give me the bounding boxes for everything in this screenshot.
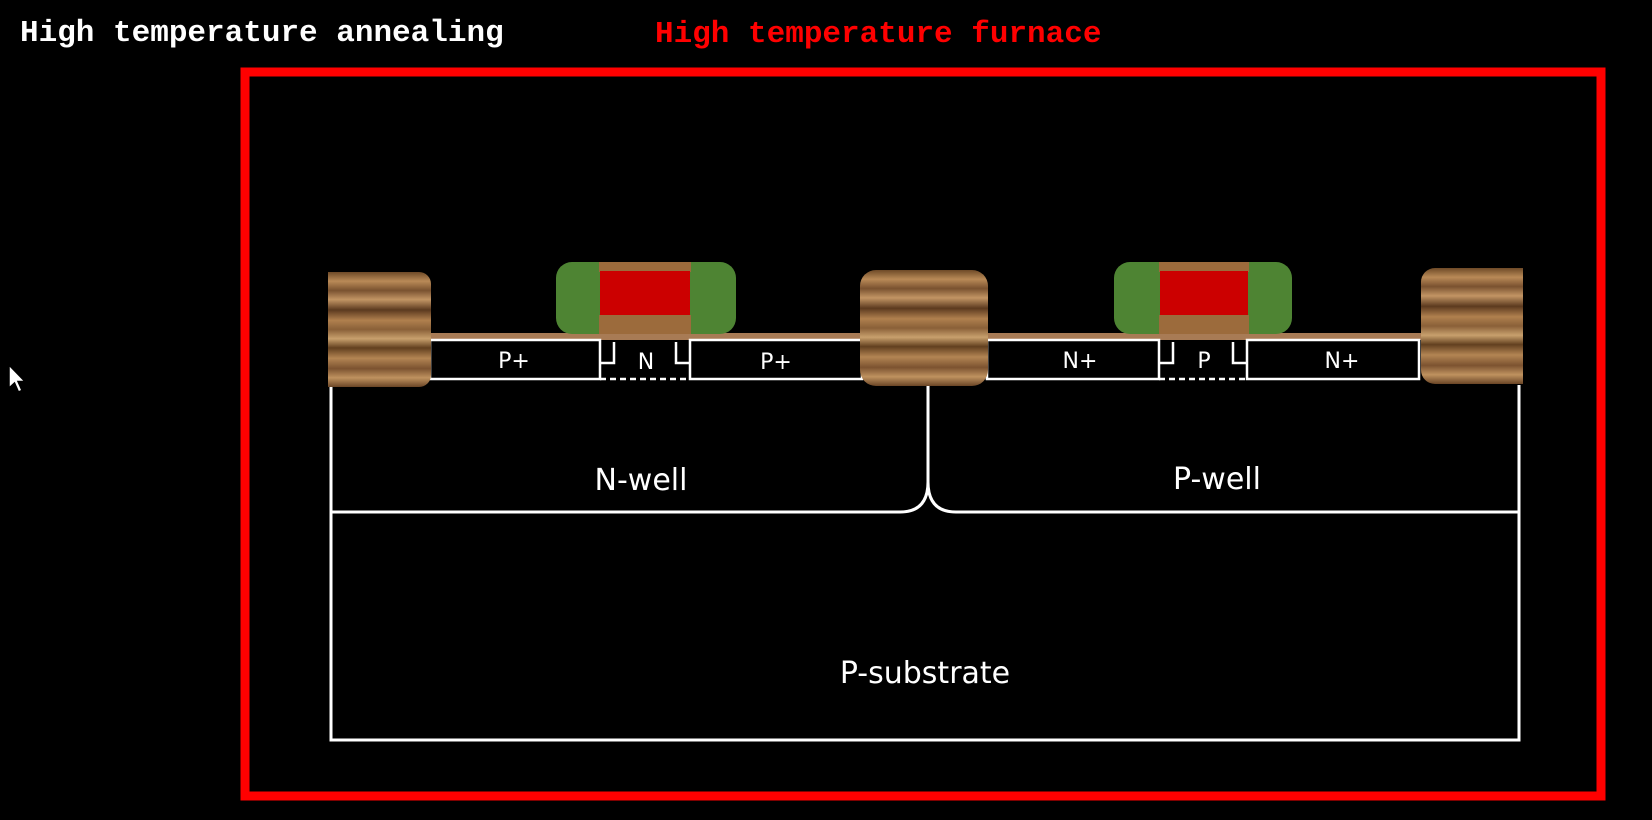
n-well-label: N-well [595, 463, 688, 498]
pmos-ldd-left [600, 342, 616, 365]
pmos-gate-base [599, 315, 691, 334]
p-substrate-label: P-substrate [840, 656, 1010, 691]
nmos-drain-label: N+ [1325, 349, 1360, 374]
substrate-outline [329, 385, 1521, 742]
nmos-gate-poly [1160, 271, 1248, 315]
pmos-source-label: P+ [498, 349, 530, 374]
field-oxide-right [1421, 268, 1523, 384]
pmos-drain-region [688, 338, 864, 381]
pmos-gate-poly [600, 271, 690, 315]
pmos-ldd-right [674, 342, 690, 365]
pmos-gate-cap [599, 262, 691, 272]
nmos-drain-region [1245, 338, 1421, 381]
p-well-boundary [926, 481, 1519, 514]
pmos-drain-label: P+ [760, 350, 792, 375]
pmos-channel-label: N [638, 350, 654, 375]
nmos-ldd-left [1159, 342, 1175, 365]
nmos-source-label: N+ [1063, 349, 1098, 374]
nmos-gate-base [1159, 315, 1249, 334]
nmos-source-region [985, 338, 1161, 381]
nmos-gate-cap [1159, 262, 1249, 272]
field-oxide-center [860, 270, 988, 386]
p-well-label: P-well [1173, 462, 1261, 497]
nmos-ldd-right [1231, 342, 1247, 365]
arrow-cursor-icon [8, 364, 27, 393]
furnace-title: High temperature furnace [655, 17, 1102, 52]
field-oxide-left [328, 272, 431, 387]
nmos-channel-label: P [1197, 349, 1210, 374]
step-title: High temperature annealing [20, 16, 504, 51]
furnace-frame [240, 67, 1606, 801]
